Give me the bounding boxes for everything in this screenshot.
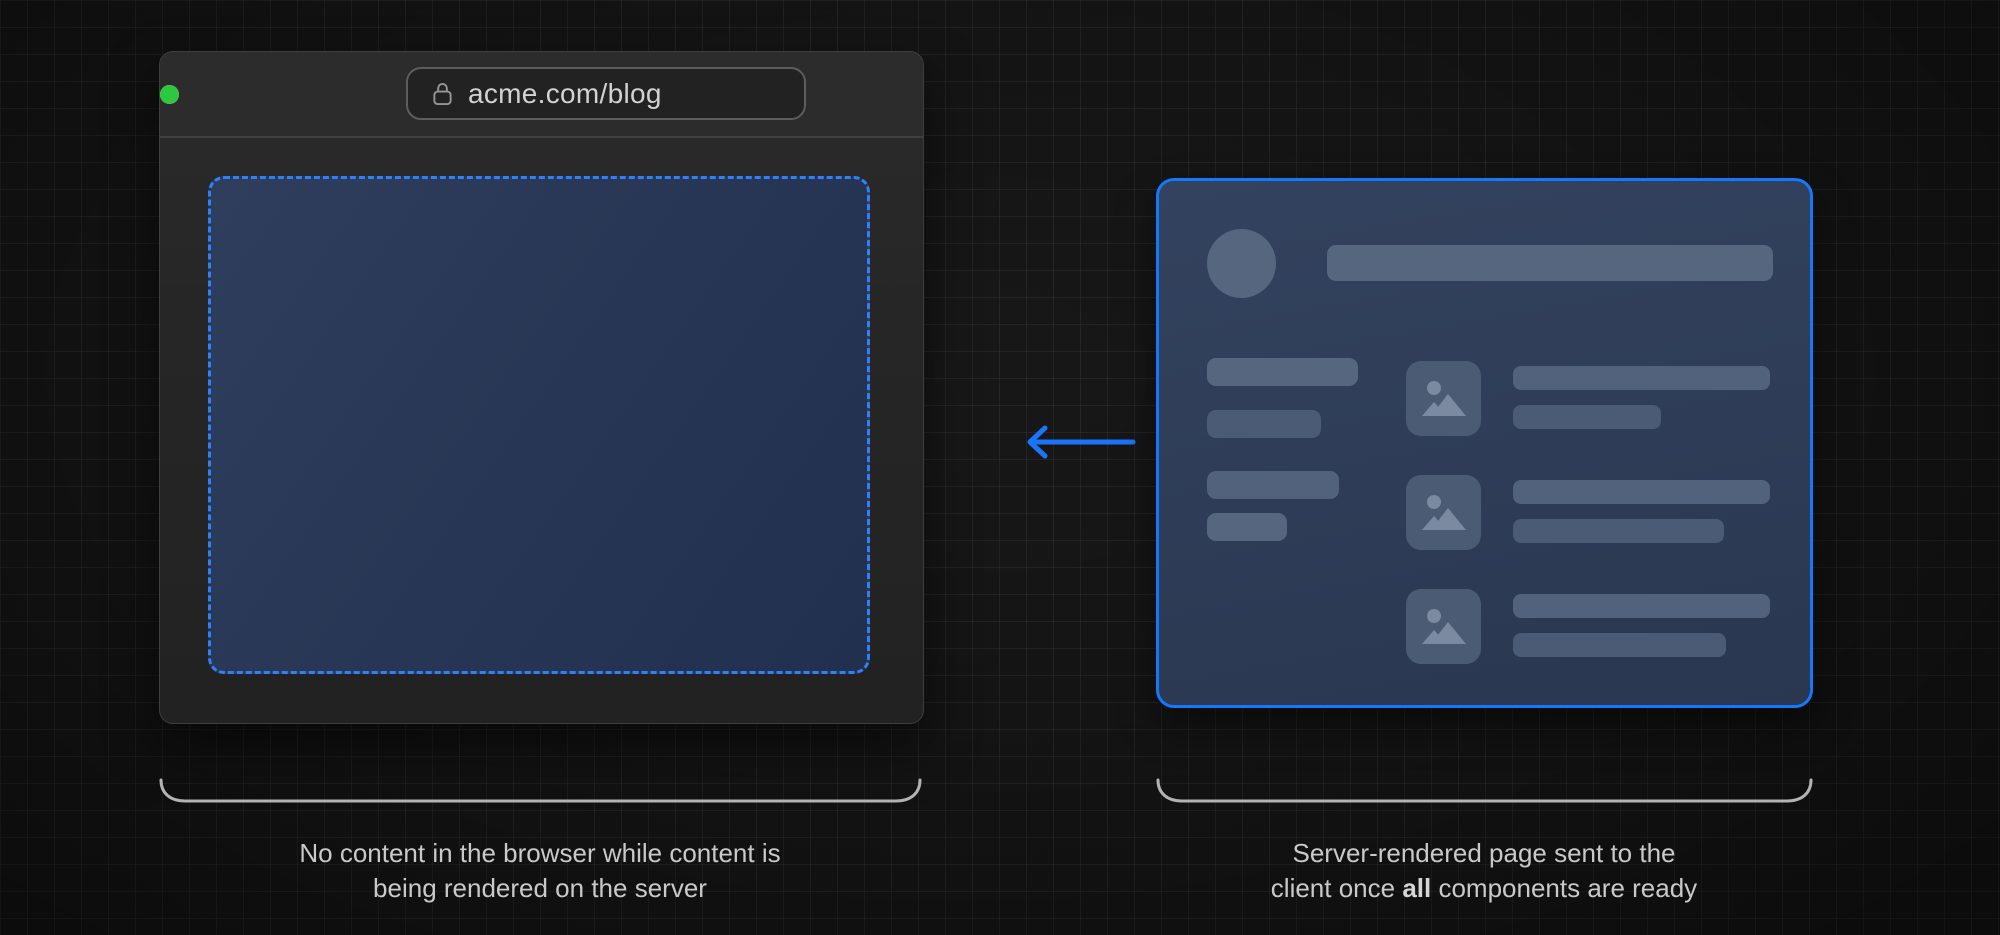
browser-viewport	[160, 138, 923, 723]
article-row-placeholder	[1406, 589, 1770, 664]
left-caption: No content in the browser while content …	[160, 836, 920, 906]
browser-window: acme.com/blog	[159, 51, 924, 724]
article-row-placeholder	[1406, 475, 1770, 550]
server-rendered-page-card	[1156, 178, 1813, 708]
article-subtitle-placeholder	[1513, 519, 1724, 543]
sidebar-bar-placeholder	[1207, 471, 1339, 499]
left-caption-line1: No content in the browser while content …	[299, 838, 781, 868]
image-thumbnail-placeholder	[1406, 361, 1481, 436]
image-thumbnail-placeholder	[1406, 589, 1481, 664]
left-caption-line2: being rendered on the server	[373, 873, 707, 903]
sidebar-bar-placeholder	[1207, 358, 1358, 386]
traffic-light-button[interactable]	[160, 85, 179, 104]
article-list-placeholders	[1406, 361, 1770, 664]
avatar-placeholder	[1207, 229, 1276, 298]
image-icon	[1421, 608, 1466, 644]
article-subtitle-placeholder	[1513, 633, 1726, 657]
pending-content-placeholder	[208, 176, 870, 674]
article-text-placeholders	[1513, 361, 1770, 436]
url-text: acme.com/blog	[468, 77, 662, 109]
right-caption-line2: client once all components are ready	[1270, 873, 1698, 903]
right-brace	[1156, 778, 1813, 803]
sidebar-bar-placeholder	[1207, 513, 1287, 541]
left-brace	[159, 778, 922, 803]
image-icon	[1421, 380, 1466, 416]
article-row-placeholder	[1406, 361, 1770, 436]
article-title-placeholder	[1513, 366, 1770, 390]
sidebar-placeholders	[1207, 181, 1367, 705]
article-text-placeholders	[1513, 589, 1770, 664]
left-arrow-icon	[1027, 425, 1136, 459]
right-caption-line1: Server-rendered page sent to the	[1292, 838, 1676, 868]
image-icon	[1421, 494, 1466, 530]
header-bar-placeholder	[1327, 245, 1773, 281]
article-text-placeholders	[1513, 475, 1770, 550]
lock-icon	[433, 82, 452, 105]
article-title-placeholder	[1513, 594, 1770, 618]
bold-all-text: all	[1402, 873, 1432, 903]
url-bar[interactable]: acme.com/blog	[406, 67, 806, 120]
article-title-placeholder	[1513, 480, 1770, 504]
sidebar-bar-placeholder	[1207, 410, 1321, 438]
right-caption: Server-rendered page sent to the client …	[1104, 836, 1864, 906]
browser-titlebar: acme.com/blog	[160, 52, 923, 138]
image-thumbnail-placeholder	[1406, 475, 1481, 550]
article-subtitle-placeholder	[1513, 405, 1661, 429]
